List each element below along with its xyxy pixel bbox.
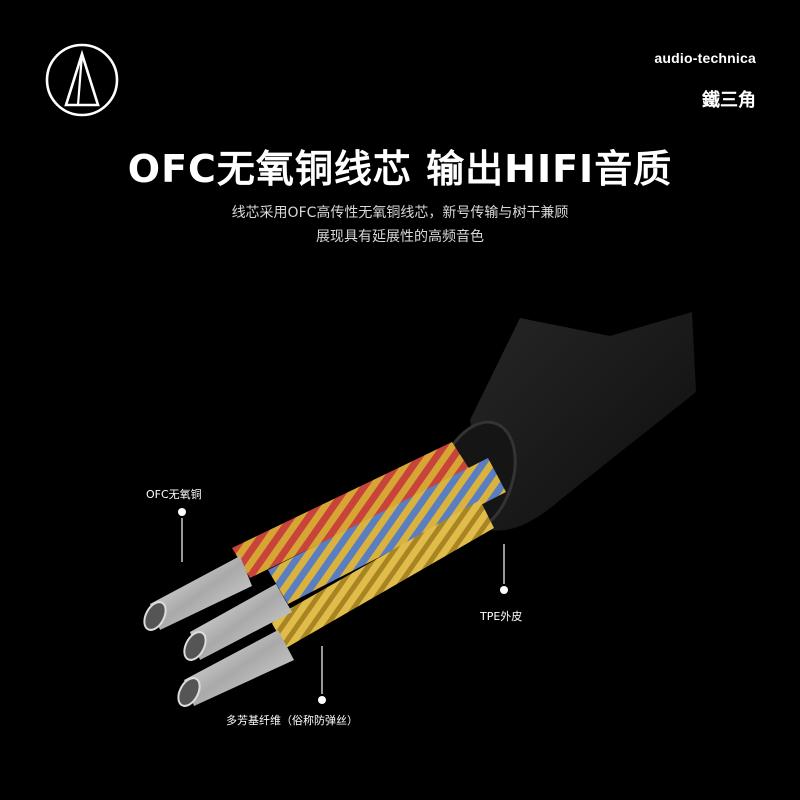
conductor-blue — [268, 458, 506, 604]
callout-marker-tpe — [500, 544, 508, 594]
callout-marker-ofc — [178, 508, 186, 562]
subtitle-line-2: 展现具有延展性的高频音色 — [316, 229, 484, 245]
audio-technica-logo — [45, 43, 119, 117]
subtitle-line-1: 线芯采用OFC高传性无氧铜线芯，新号传输与树干兼顾 — [231, 205, 569, 221]
brand-name-cn: 鐵三角 — [702, 90, 756, 111]
silver-strand-top — [143, 556, 252, 631]
callout-label-aramid: 多芳基纤维（俗称防弹丝） — [226, 714, 358, 727]
brand-name-en: audio-technica — [654, 50, 756, 66]
silver-strand-middle — [183, 584, 292, 661]
callout-label-tpe: TPE外皮 — [480, 610, 523, 623]
callout-label-ofc: OFC无氧铜 — [146, 488, 202, 501]
conductor-gold — [270, 500, 494, 648]
callout-marker-aramid — [318, 646, 326, 704]
conductor-red — [232, 442, 470, 578]
silver-strand-bottom — [177, 630, 294, 707]
headline: OFC无氧铜线芯 输出HIFI音质 — [127, 147, 673, 191]
